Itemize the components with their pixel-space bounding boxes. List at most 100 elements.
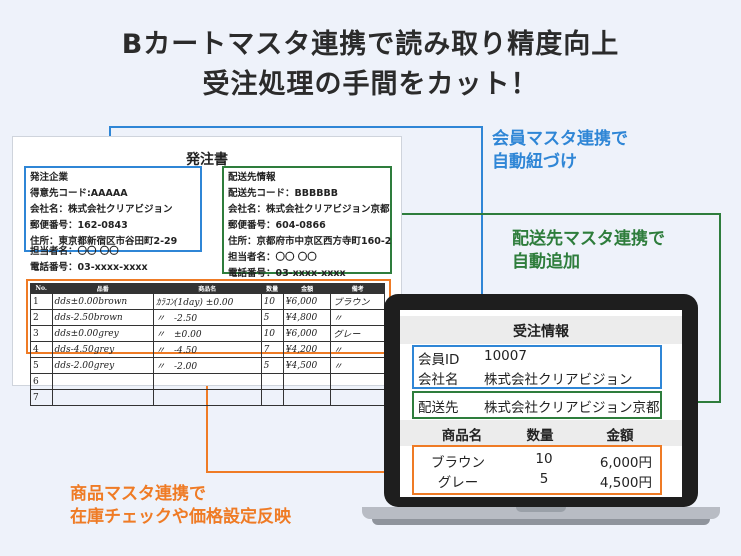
order-form-title: 発注書 (186, 152, 228, 168)
cell-note (330, 373, 385, 390)
cell-amount: ¥4,500 (282, 357, 332, 374)
company-address: 住所：東京都新宿区市谷田町2-29 (30, 236, 178, 247)
delivery-phone: 電話番号：03-xxxx-xxxx (228, 268, 346, 279)
order-info-header-band (400, 316, 682, 344)
member-id-value: 10007 (484, 348, 527, 364)
delivery-box-heading: 配送先情報 (228, 172, 276, 183)
headline-line2: 受注処理の手間をカット！ (202, 69, 539, 100)
company-box-heading: 発注企業 (30, 172, 69, 183)
company-label: 会社名 (418, 372, 459, 388)
contact-person: 担当者名：〇〇 〇〇 (30, 246, 119, 257)
items-box: ブラウン 10 6,000円 グレー 5 4,500円 (412, 445, 662, 495)
laptop-notch (516, 507, 566, 512)
cell-qty: 5 (260, 309, 284, 326)
header-qty: 数量 (260, 283, 284, 294)
header-amount: 金額 (282, 283, 332, 294)
contact-phone: 電話番号：03-xxxx-xxxx (30, 262, 148, 273)
cell-no: 2 (30, 309, 53, 326)
member-callout-line1: 会員マスタ連携で (492, 129, 628, 149)
order-info-title: 受注情報 (513, 324, 569, 340)
cell-product: 〃 ±0.00 (152, 325, 262, 342)
cell-amount: ¥4,800 (282, 309, 332, 326)
item-amount: 4,500円 (599, 475, 652, 491)
cell-note: ブラウン (330, 293, 385, 310)
cell-qty: 10 (260, 325, 284, 342)
cell-product: 〃 -2.50 (152, 309, 262, 326)
cell-part: dds±0.00grey (51, 325, 154, 342)
header-product: 商品名 (152, 283, 262, 294)
table-row: 7 (30, 389, 385, 406)
cell-part: dds-2.50brown (51, 309, 154, 326)
delivery-callout-line1: 配送先マスタ連携で (512, 229, 665, 249)
company-box: 発注企業 得意先コード:AAAAA 会社名：株式会社クリアビジョン 郵便番号：1… (24, 166, 202, 252)
delivery-code: 配送先コード：BBBBBB (228, 188, 338, 199)
items-header-name: 商品名 (441, 428, 483, 444)
cell-no: 7 (30, 389, 53, 406)
delivery-company: 会社名：株式会社クリアビジョン京都 (228, 204, 390, 215)
delivery-callout: 配送先マスタ連携で 自動追加 (512, 228, 665, 274)
cell-note: 〃 (330, 341, 385, 358)
cell-no: 6 (30, 373, 53, 390)
cell-amount: ¥4,200 (282, 341, 332, 358)
header-part: 品番 (51, 283, 154, 294)
cell-part: dds±0.00brown (51, 293, 154, 310)
header-note: 備考 (330, 283, 385, 294)
item-amount: 6,000円 (599, 455, 652, 471)
cell-qty: 10 (260, 293, 284, 310)
cell-qty (260, 373, 284, 390)
product-callout-line2: 在庫チェックや価格設定反映 (70, 507, 291, 527)
table-header-row: No. 品番 商品名 数量 金額 備考 (30, 283, 385, 294)
cell-note: グレー (330, 325, 385, 342)
cell-no: 4 (30, 341, 53, 358)
cell-product: 〃 -4.50 (152, 341, 262, 358)
item-qty: 5 (539, 471, 549, 487)
cell-qty: 7 (260, 341, 284, 358)
product-callout-line1: 商品マスタ連携で (70, 484, 206, 504)
company-postal: 郵便番号：162-0843 (30, 220, 128, 231)
items-header-amount: 金額 (606, 428, 634, 444)
cell-product: 〃 -2.00 (152, 357, 262, 374)
cell-note (330, 389, 385, 406)
cell-no: 1 (30, 293, 53, 310)
cell-product (152, 389, 262, 406)
company-value: 株式会社クリアビジョン (484, 372, 633, 388)
cell-amount: ¥6,000 (282, 325, 332, 342)
member-id-label: 会員ID (418, 352, 460, 368)
cell-no: 3 (30, 325, 53, 342)
cell-qty: 5 (260, 357, 284, 374)
cell-amount (282, 373, 332, 390)
delivery-postal: 郵便番号：604-0866 (228, 220, 326, 231)
item-qty: 10 (535, 451, 553, 467)
product-callout: 商品マスタ連携で 在庫チェックや価格設定反映 (70, 483, 291, 529)
cell-note: 〃 (330, 357, 385, 374)
member-callout-line2: 自動紐づけ (492, 152, 577, 172)
items-header-band (400, 420, 682, 446)
delivery-label: 配送先 (418, 400, 459, 416)
cell-amount (282, 389, 332, 406)
delivery-callout-line2: 自動追加 (512, 252, 580, 272)
delivery-box: 配送先情報 配送先コード：BBBBBB 会社名：株式会社クリアビジョン京都 郵便… (222, 166, 392, 279)
member-info-box: 会員ID 10007 会社名 株式会社クリアビジョン (412, 345, 662, 389)
delivery-value: 株式会社クリアビジョン京都 (484, 400, 660, 416)
cell-product: ｶﾗｺﾝ(1day) ±0.00 (152, 293, 262, 310)
cell-part (51, 373, 154, 390)
company-name: 会社名：株式会社クリアビジョン (30, 204, 173, 215)
cell-amount: ¥6,000 (282, 293, 332, 310)
item-name: ブラウン (431, 455, 485, 471)
item-name: グレー (437, 475, 479, 491)
company-code: 得意先コード:AAAAA (30, 188, 128, 199)
delivery-address: 住所：京都府市中京区西方寺町160-2 (228, 236, 392, 247)
laptop-base (362, 507, 720, 519)
cell-part: dds-2.00grey (51, 357, 154, 374)
table-row: 6 (30, 373, 385, 390)
laptop-foot (372, 519, 710, 525)
cell-product (152, 373, 262, 390)
delivery-person: 担当者名：〇〇 〇〇 (228, 252, 317, 263)
cell-note: 〃 (330, 309, 385, 326)
